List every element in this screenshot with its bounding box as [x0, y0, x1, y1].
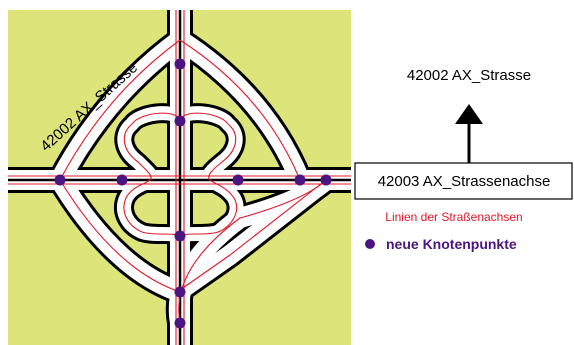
node-point [232, 174, 244, 186]
legend-axis-box [354, 162, 573, 200]
node-point [174, 286, 186, 298]
node-point [174, 58, 186, 70]
legend-nodes-label: neue Knotenpunkte [386, 236, 517, 252]
node-point [294, 174, 306, 186]
node-point [174, 115, 186, 127]
node-point [174, 230, 186, 242]
node-point [116, 174, 128, 186]
legend-node-marker [365, 239, 375, 249]
legend-road-label: 42002 AX_Strasse [407, 67, 531, 84]
node-points [54, 58, 332, 329]
road-network [8, 10, 351, 345]
node-point [174, 317, 186, 329]
node-point [54, 174, 66, 186]
legend-axis-label: 42003 AX_Strassenachse [378, 173, 551, 190]
legend-axis-lines-label: Linien der Straßenachsen [385, 210, 522, 224]
node-point [320, 174, 332, 186]
arrow-up-icon [455, 104, 483, 163]
